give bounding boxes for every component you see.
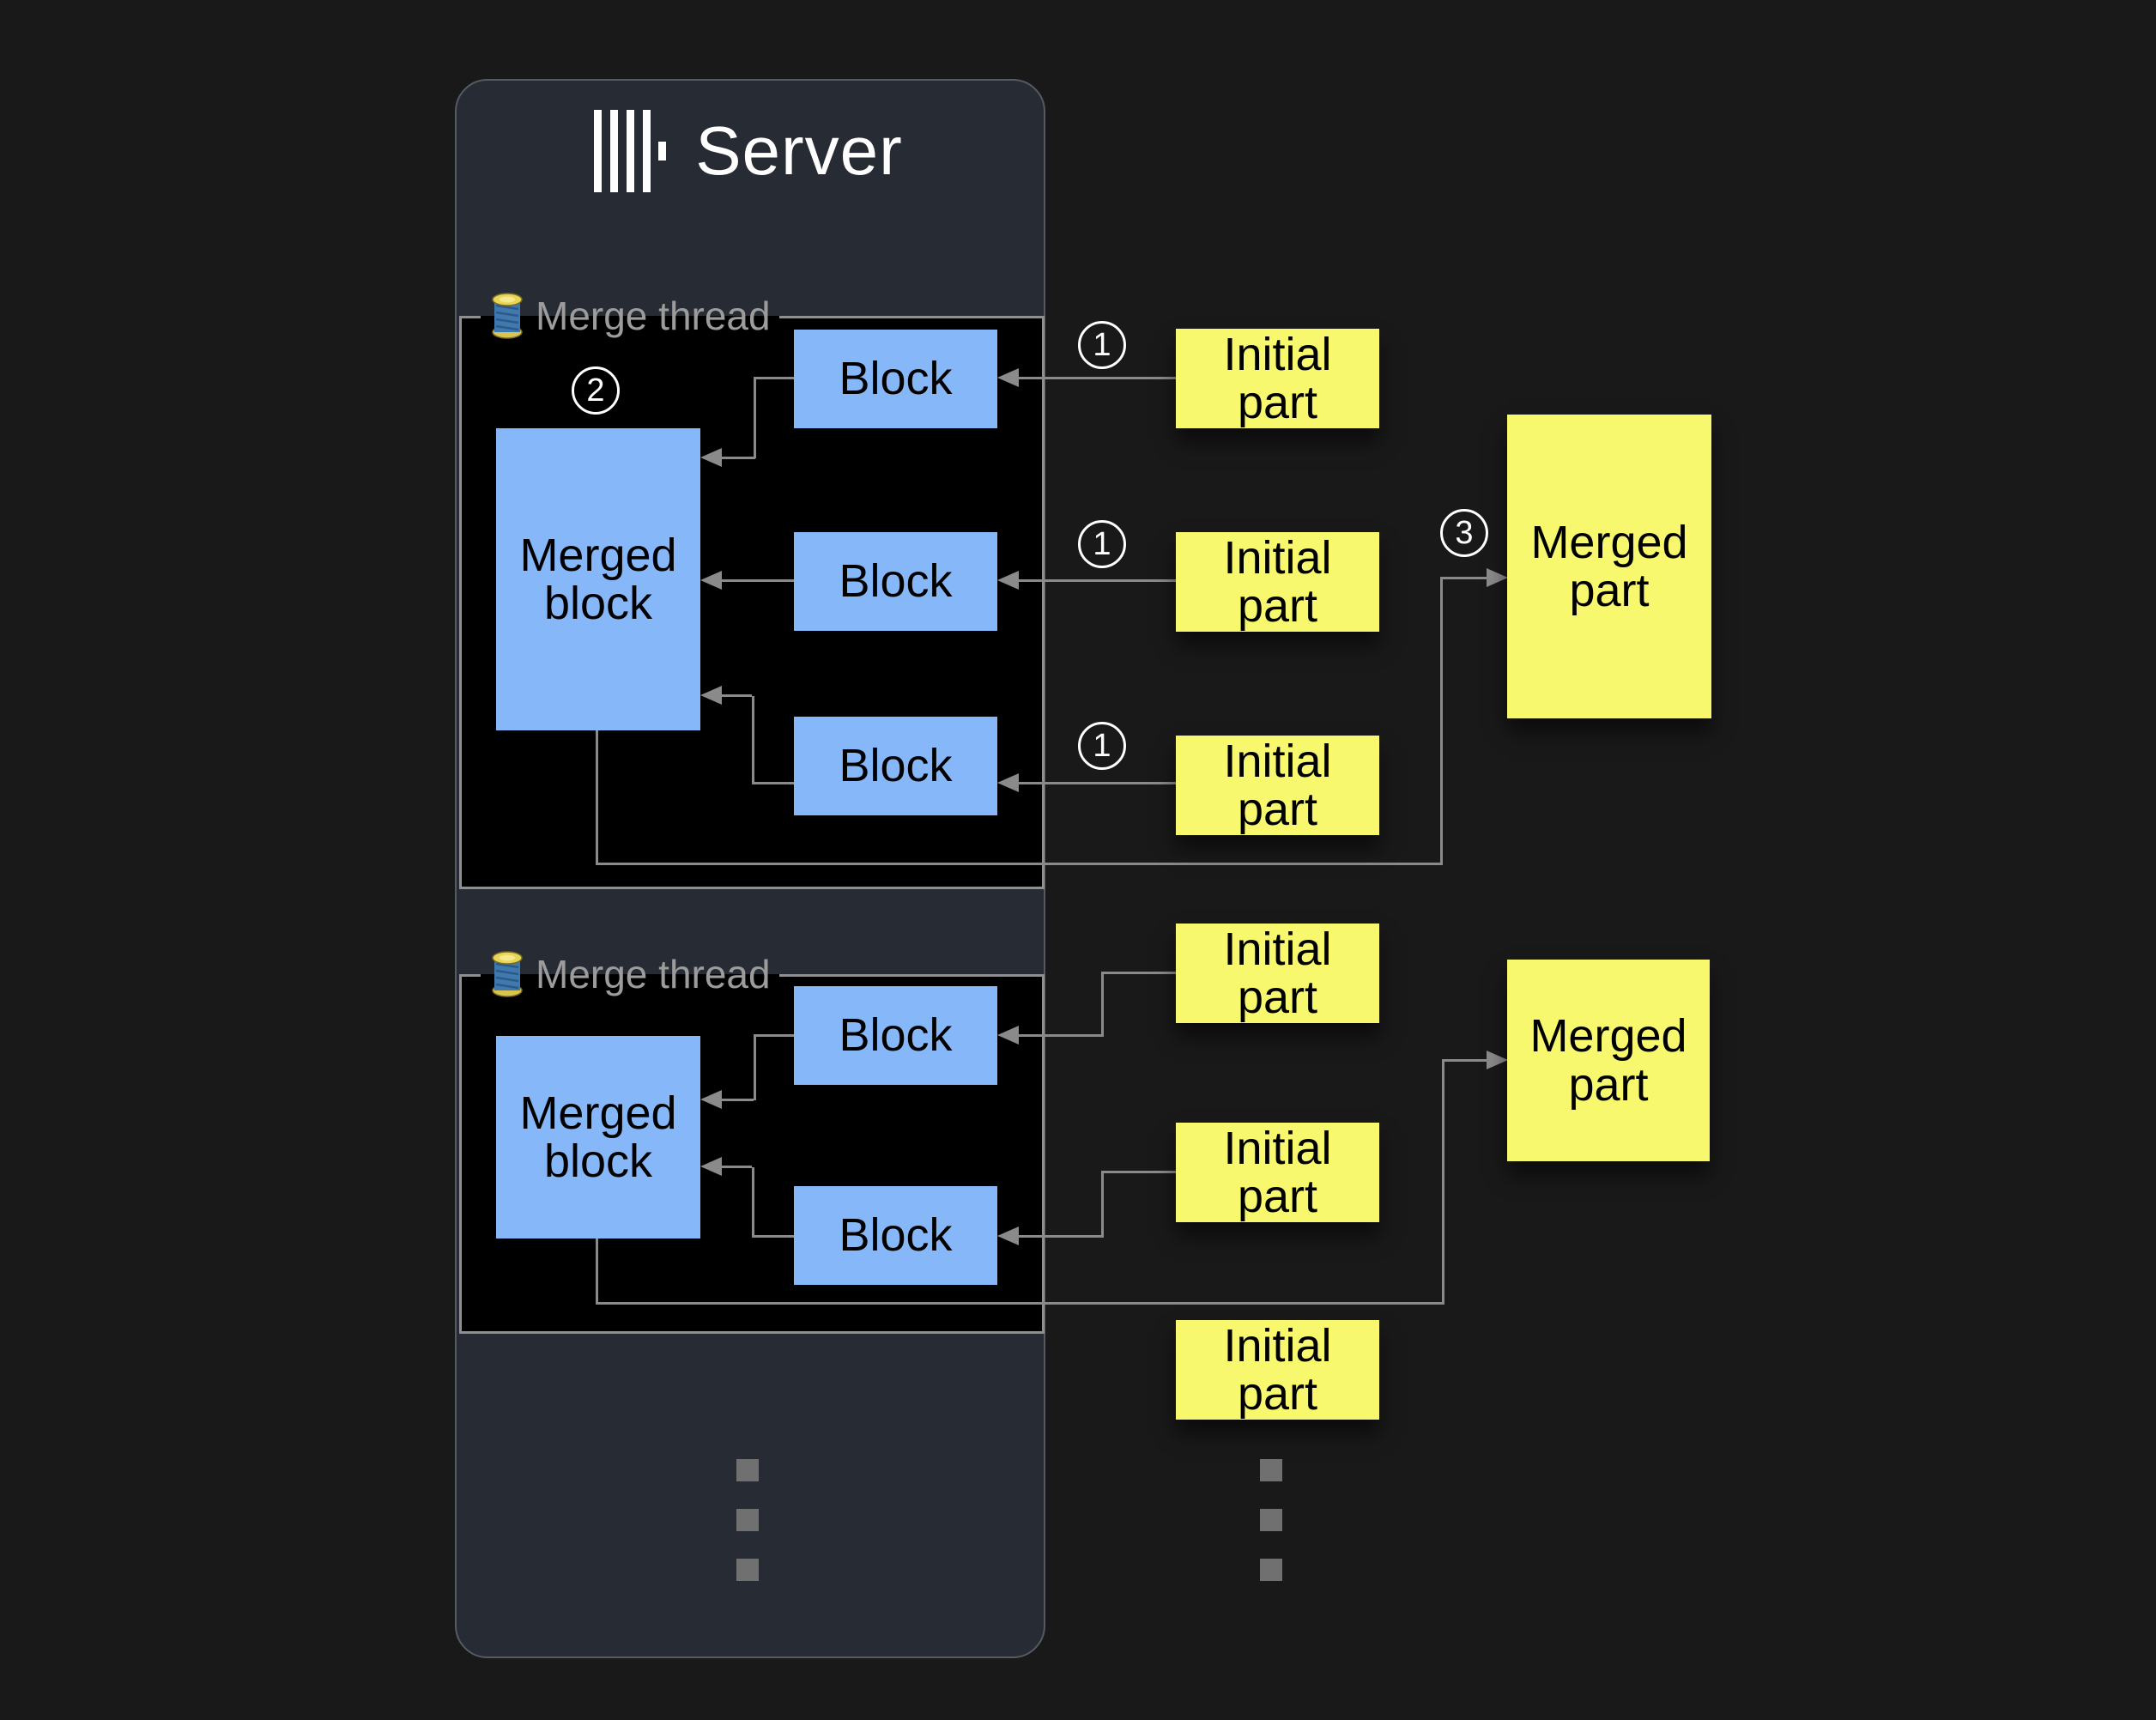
initial-part-3: Initial part bbox=[1176, 736, 1379, 835]
connector-segment bbox=[1019, 377, 1176, 379]
merged-part-1: Merged part bbox=[1507, 415, 1711, 718]
connector-segment bbox=[596, 730, 598, 864]
ellipsis-dot bbox=[1260, 1559, 1282, 1581]
merged-block-1: Merged block bbox=[496, 428, 700, 730]
arrowhead-left-icon bbox=[997, 1026, 1019, 1045]
arrowhead-left-icon bbox=[700, 1157, 722, 1176]
server-title: Server bbox=[695, 112, 903, 189]
merged-block-2: Merged block bbox=[496, 1036, 700, 1239]
block-1-2: Block bbox=[794, 532, 997, 631]
step-1-badge-row1: 1 bbox=[1078, 321, 1126, 369]
arrowhead-right-icon bbox=[1487, 568, 1508, 587]
ellipsis-dot bbox=[736, 1559, 759, 1581]
clickhouse-logo-icon bbox=[594, 110, 667, 192]
arrowhead-left-icon bbox=[700, 1090, 722, 1109]
block-1-1: Block bbox=[794, 330, 997, 428]
arrowhead-left-icon bbox=[700, 448, 722, 467]
initial-part-2: Initial part bbox=[1176, 532, 1379, 632]
connector-segment bbox=[1019, 1235, 1101, 1238]
arrowhead-right-icon bbox=[1487, 1051, 1508, 1069]
thread-spool-icon bbox=[489, 293, 525, 339]
connector-segment bbox=[754, 1034, 794, 1037]
connector-segment bbox=[752, 1235, 794, 1238]
merge-thread-label: Merge thread bbox=[536, 952, 771, 996]
arrowhead-left-icon bbox=[997, 571, 1019, 590]
connector-segment bbox=[1019, 579, 1176, 582]
arrowhead-left-icon bbox=[997, 1226, 1019, 1245]
connector-segment bbox=[1101, 1171, 1104, 1238]
merge-thread-label: Merge thread bbox=[536, 294, 771, 338]
connector-segment bbox=[752, 696, 754, 784]
step-2-badge: 2 bbox=[572, 366, 620, 415]
connector-segment bbox=[722, 694, 752, 697]
initial-part-5: Initial part bbox=[1176, 1123, 1379, 1222]
connector-segment bbox=[722, 1099, 754, 1101]
server-header: Server bbox=[455, 101, 1042, 201]
connector-segment bbox=[1101, 972, 1176, 974]
ellipsis-dot bbox=[736, 1509, 759, 1531]
connector-segment bbox=[721, 457, 755, 459]
connector-segment bbox=[752, 1167, 754, 1238]
connector-segment bbox=[1019, 1034, 1101, 1037]
initial-part-1: Initial part bbox=[1176, 329, 1379, 428]
initial-part-6: Initial part bbox=[1176, 1320, 1379, 1420]
connector-segment bbox=[754, 1034, 756, 1100]
ellipsis-dot bbox=[1260, 1459, 1282, 1481]
block-2-1: Block bbox=[794, 986, 997, 1085]
block-2-2: Block bbox=[794, 1186, 997, 1285]
arrowhead-left-icon bbox=[997, 368, 1019, 387]
thread-spool-icon bbox=[489, 951, 525, 997]
connector-segment bbox=[1440, 577, 1443, 865]
connector-segment bbox=[596, 1239, 598, 1304]
connector-segment bbox=[1019, 782, 1176, 784]
connector-segment bbox=[1101, 1171, 1176, 1173]
step-1-badge-row3: 1 bbox=[1078, 722, 1126, 770]
arrowhead-left-icon bbox=[997, 773, 1019, 792]
connector-segment bbox=[596, 1302, 1444, 1305]
arrowhead-left-icon bbox=[700, 686, 722, 705]
connector-segment bbox=[596, 863, 1442, 865]
merge-thread-1-legend: Merge thread bbox=[481, 292, 779, 340]
ellipsis-dot bbox=[736, 1459, 759, 1481]
connector-segment bbox=[1442, 1059, 1444, 1305]
connector-segment bbox=[1442, 1059, 1487, 1062]
initial-part-4: Initial part bbox=[1176, 924, 1379, 1023]
connector-segment bbox=[1440, 577, 1487, 579]
connector-segment bbox=[752, 782, 794, 784]
step-1-badge-row2: 1 bbox=[1078, 520, 1126, 568]
step-3-badge: 3 bbox=[1440, 509, 1488, 557]
block-1-3: Block bbox=[794, 717, 997, 815]
arrowhead-left-icon bbox=[700, 571, 722, 590]
ellipsis-dot bbox=[1260, 1509, 1282, 1531]
connector-segment bbox=[722, 579, 794, 582]
connector-segment bbox=[722, 1166, 752, 1168]
merged-part-2: Merged part bbox=[1507, 960, 1710, 1161]
connector-segment bbox=[1101, 972, 1104, 1037]
connector-segment bbox=[754, 377, 794, 379]
merge-thread-2-legend: Merge thread bbox=[481, 950, 779, 998]
connector-segment bbox=[754, 377, 756, 458]
